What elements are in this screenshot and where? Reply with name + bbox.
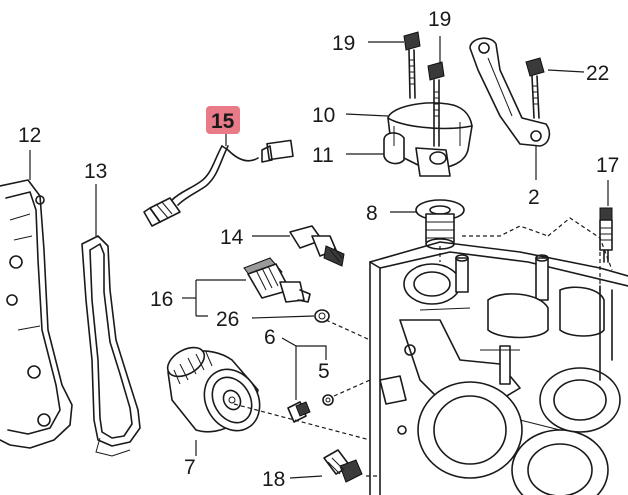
engine-block (369, 241, 628, 495)
callout-10: 10 (312, 104, 335, 127)
part-14-sender (289, 225, 345, 267)
part-13-gasket (81, 235, 141, 457)
part-10-housing (383, 102, 473, 177)
part-18-fitting (323, 449, 363, 483)
callout-18: 18 (262, 468, 285, 491)
part-17-plug (599, 207, 613, 263)
leader-lines (29, 36, 613, 479)
part-2-bracket (469, 37, 551, 147)
callout-11: 11 (312, 144, 334, 167)
part-8-thermostat (415, 199, 465, 250)
part-19-bolt-left (403, 31, 421, 99)
part-26-washer (314, 309, 330, 323)
part-19-bolt-right (427, 61, 445, 147)
highlight-box-15 (206, 106, 240, 134)
callout-19-left: 19 (332, 32, 355, 55)
part-5-washer (322, 394, 334, 406)
callout-13: 13 (84, 160, 107, 183)
part-16-sensor (243, 257, 311, 303)
callout-26: 26 (216, 308, 239, 331)
part-6-bolt (287, 401, 311, 423)
callout-12: 12 (18, 124, 41, 147)
part-12-cover (0, 179, 73, 449)
callout-5: 5 (318, 360, 330, 383)
callouts: 19 19 22 15 10 12 11 17 13 2 8 14 16 26 … (18, 8, 619, 491)
part-15-sensor (143, 139, 294, 227)
callout-17: 17 (596, 154, 619, 177)
callout-7: 7 (184, 456, 196, 479)
callout-15: 15 (211, 110, 235, 133)
callout-22: 22 (586, 62, 609, 85)
callout-14: 14 (220, 226, 244, 249)
part-7-oil-filter (166, 346, 261, 433)
callout-2: 2 (528, 186, 540, 209)
callout-19-top: 19 (428, 8, 451, 31)
callout-16: 16 (150, 288, 173, 311)
callout-8: 8 (366, 202, 378, 225)
part-22-bolt (525, 57, 545, 119)
callout-6: 6 (264, 326, 276, 349)
